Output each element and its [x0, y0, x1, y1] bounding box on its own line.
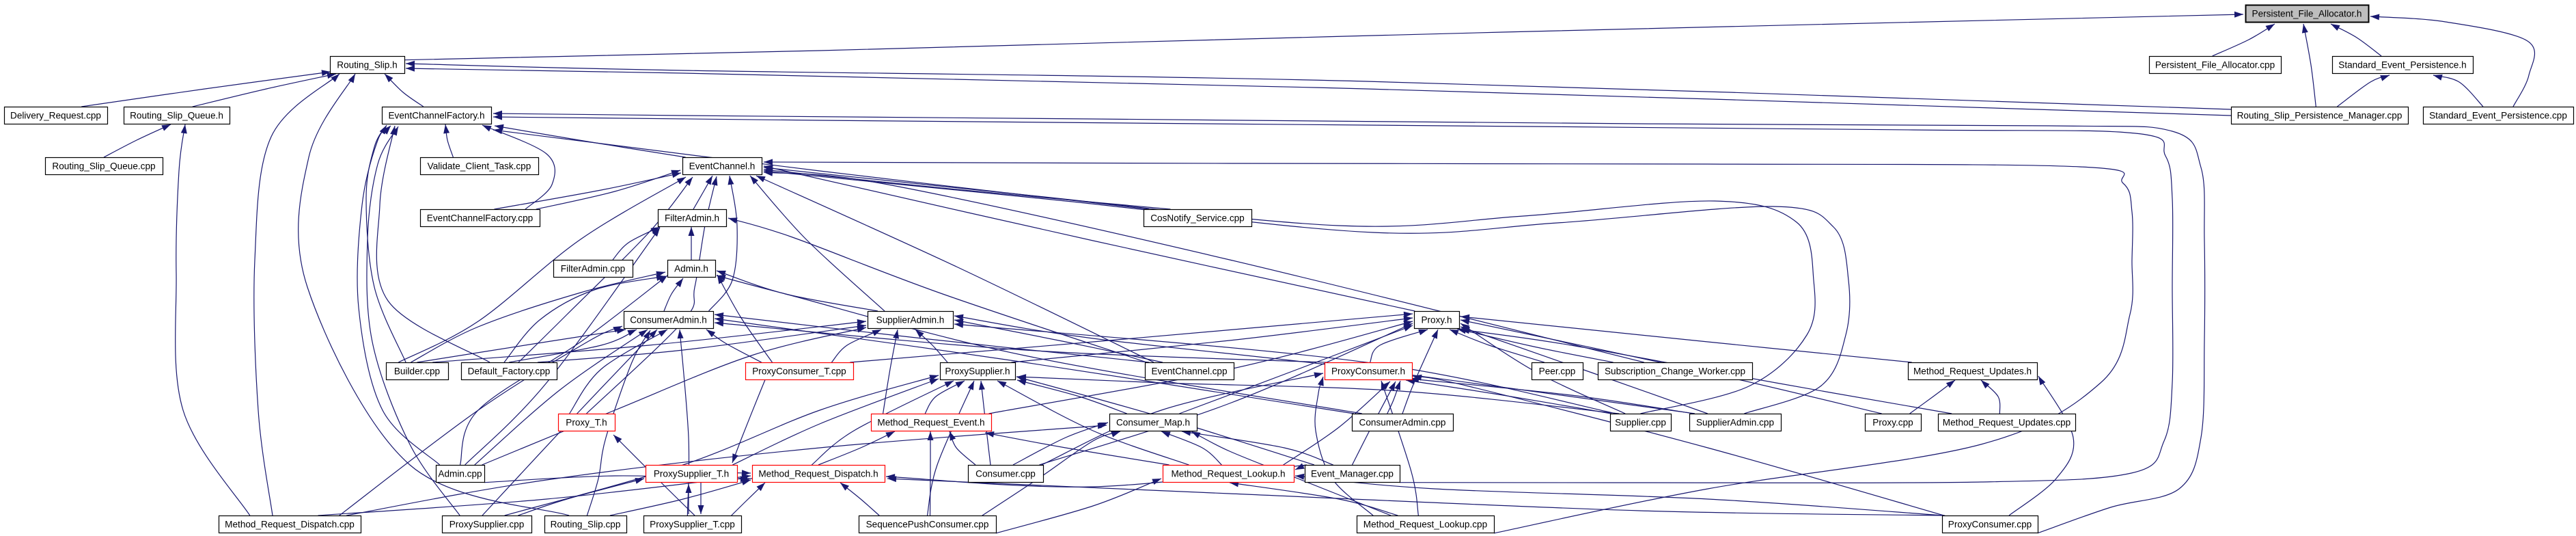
svg-text:Method_Request_Event.h: Method_Request_Event.h — [877, 418, 984, 428]
svg-text:Proxy_T.h: Proxy_T.h — [566, 418, 607, 428]
svg-text:Method_Request_Updates.cpp: Method_Request_Updates.cpp — [1943, 418, 2071, 428]
svg-text:Supplier.cpp: Supplier.cpp — [1615, 418, 1666, 428]
svg-text:Admin.h: Admin.h — [674, 264, 708, 274]
svg-text:ConsumerAdmin.cpp: ConsumerAdmin.cpp — [1359, 418, 1446, 428]
svg-text:Routing_Slip_Queue.cpp: Routing_Slip_Queue.cpp — [52, 161, 155, 172]
svg-text:ConsumerAdmin.h: ConsumerAdmin.h — [630, 315, 707, 325]
svg-text:SupplierAdmin.cpp: SupplierAdmin.cpp — [1696, 418, 1774, 428]
svg-text:SequencePushConsumer.cpp: SequencePushConsumer.cpp — [866, 520, 989, 530]
svg-text:Routing_Slip_Queue.h: Routing_Slip_Queue.h — [130, 111, 223, 121]
svg-text:EventChannel.cpp: EventChannel.cpp — [1151, 366, 1227, 377]
svg-text:ProxyConsumer.cpp: ProxyConsumer.cpp — [1948, 520, 2032, 530]
svg-text:Admin.cpp: Admin.cpp — [438, 469, 482, 479]
svg-text:Event_Manager.cpp: Event_Manager.cpp — [1311, 469, 1394, 479]
svg-text:Proxy.cpp: Proxy.cpp — [1872, 418, 1913, 428]
svg-text:Standard_Event_Persistence.cpp: Standard_Event_Persistence.cpp — [2429, 111, 2567, 121]
svg-text:EventChannelFactory.h: EventChannelFactory.h — [388, 111, 484, 121]
svg-text:Method_Request_Lookup.cpp: Method_Request_Lookup.cpp — [1363, 520, 1487, 530]
svg-text:SupplierAdmin.h: SupplierAdmin.h — [876, 315, 945, 325]
svg-text:ProxyConsumer.h: ProxyConsumer.h — [1331, 366, 1405, 377]
svg-text:ProxySupplier_T.h: ProxySupplier_T.h — [654, 469, 729, 479]
svg-text:Consumer.cpp: Consumer.cpp — [975, 469, 1036, 479]
svg-text:ProxySupplier.cpp: ProxySupplier.cpp — [449, 520, 525, 530]
svg-text:Persistent_File_Allocator.cpp: Persistent_File_Allocator.cpp — [2155, 60, 2275, 70]
svg-text:Method_Request_Dispatch.cpp: Method_Request_Dispatch.cpp — [225, 520, 355, 530]
svg-text:Routing_Slip_Persistence_Manag: Routing_Slip_Persistence_Manager.cpp — [2237, 111, 2402, 121]
svg-text:EventChannelFactory.cpp: EventChannelFactory.cpp — [427, 213, 533, 224]
svg-text:ProxyConsumer_T.cpp: ProxyConsumer_T.cpp — [752, 366, 846, 377]
svg-text:Default_Factory.cpp: Default_Factory.cpp — [468, 366, 551, 377]
svg-text:Method_Request_Lookup.h: Method_Request_Lookup.h — [1171, 469, 1285, 479]
svg-text:Peer.cpp: Peer.cpp — [1539, 366, 1576, 377]
svg-text:Persistent_File_Allocator.h: Persistent_File_Allocator.h — [2252, 9, 2362, 19]
svg-text:Consumer_Map.h: Consumer_Map.h — [1116, 418, 1190, 428]
svg-text:Method_Request_Updates.h: Method_Request_Updates.h — [1913, 366, 2032, 377]
svg-text:Delivery_Request.cpp: Delivery_Request.cpp — [10, 111, 101, 121]
svg-text:Routing_Slip.cpp: Routing_Slip.cpp — [551, 520, 621, 530]
svg-text:EventChannel.h: EventChannel.h — [689, 161, 756, 172]
svg-text:FilterAdmin.h: FilterAdmin.h — [665, 213, 719, 224]
svg-text:Builder.cpp: Builder.cpp — [394, 366, 440, 377]
svg-text:Method_Request_Dispatch.h: Method_Request_Dispatch.h — [758, 469, 878, 479]
svg-text:FilterAdmin.cpp: FilterAdmin.cpp — [561, 264, 625, 274]
svg-text:CosNotify_Service.cpp: CosNotify_Service.cpp — [1150, 213, 1245, 224]
svg-text:ProxySupplier.h: ProxySupplier.h — [945, 366, 1010, 377]
svg-text:Proxy.h: Proxy.h — [1421, 315, 1452, 325]
svg-text:Standard_Event_Persistence.h: Standard_Event_Persistence.h — [2338, 60, 2466, 70]
svg-text:ProxySupplier_T.cpp: ProxySupplier_T.cpp — [650, 520, 735, 530]
svg-text:Routing_Slip.h: Routing_Slip.h — [337, 60, 397, 70]
svg-text:Validate_Client_Task.cpp: Validate_Client_Task.cpp — [428, 161, 531, 172]
svg-text:Subscription_Change_Worker.cpp: Subscription_Change_Worker.cpp — [1605, 366, 1745, 377]
